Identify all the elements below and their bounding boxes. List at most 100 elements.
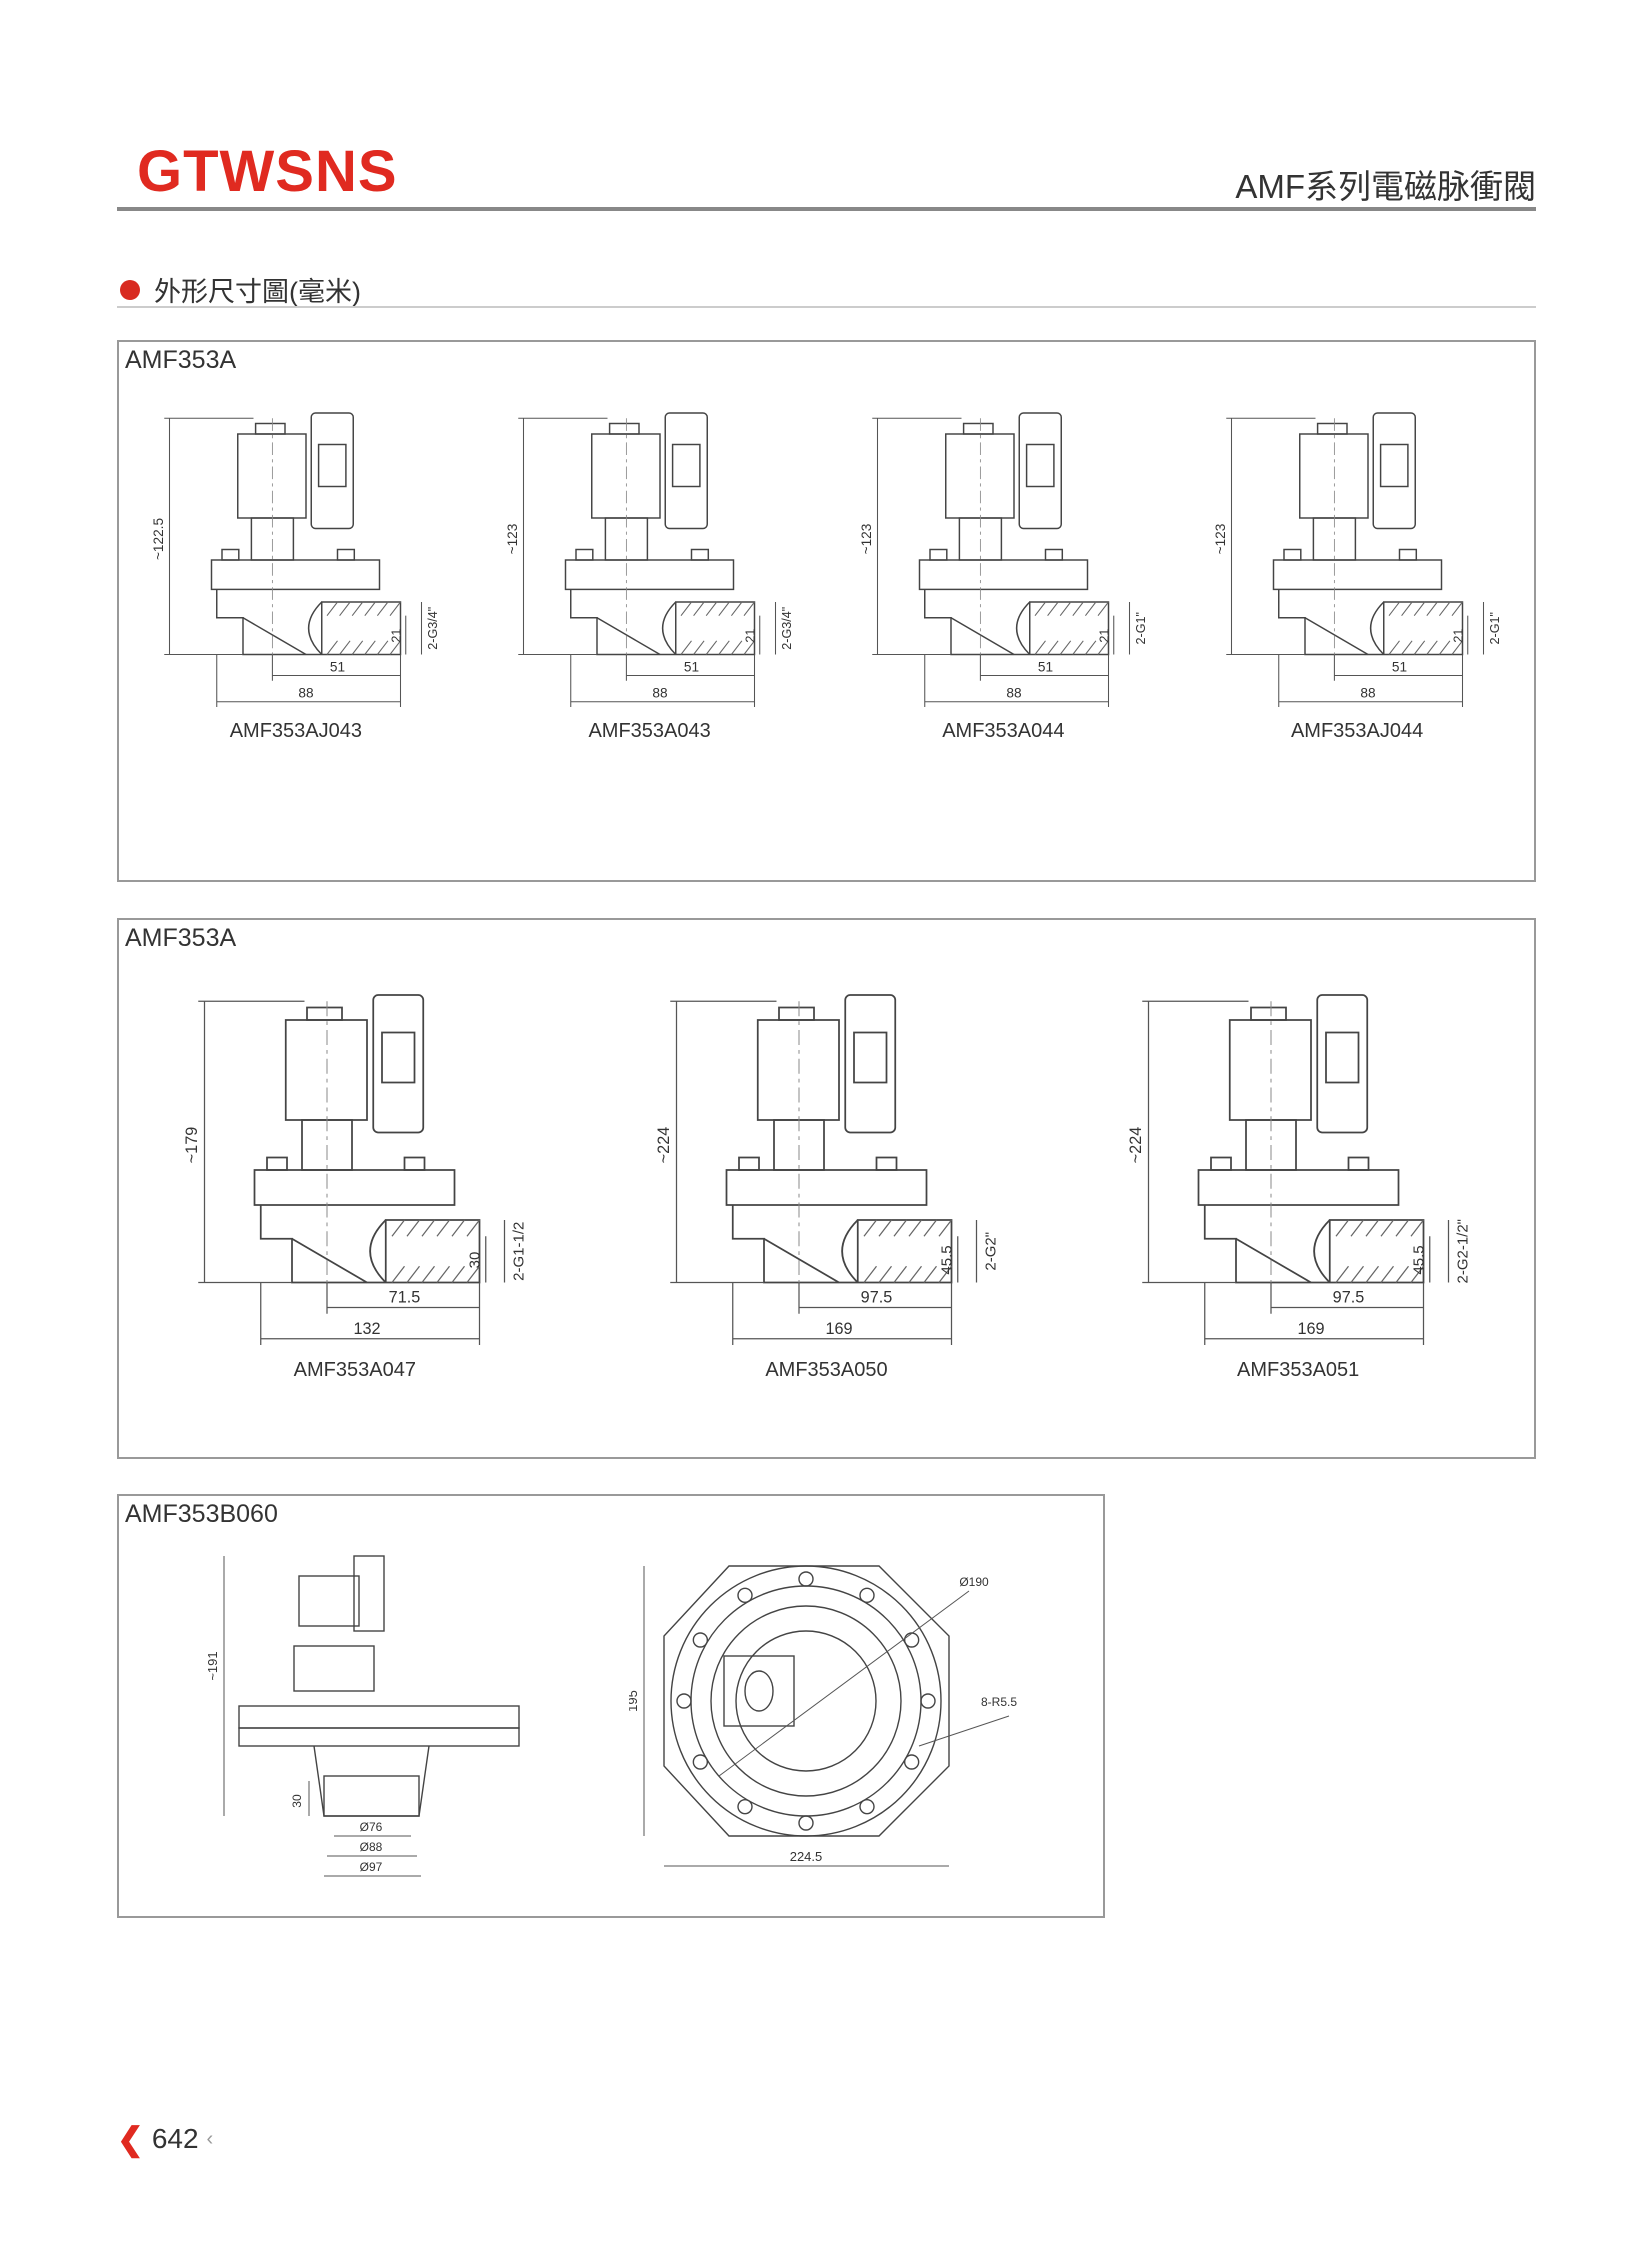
inner-width-dimension: 51 — [1038, 659, 1053, 674]
panel-title: AMF353A — [125, 346, 237, 374]
port-dimension: 2-G1-1/2 — [511, 1222, 528, 1281]
height-dimension: ~191 — [205, 1651, 220, 1680]
outer-width-dimension: 169 — [825, 1320, 852, 1338]
coil — [1228, 1019, 1312, 1121]
hatch — [406, 1219, 421, 1237]
offset-dimension: 21 — [1097, 629, 1111, 643]
connector — [372, 994, 425, 1134]
hatch — [1072, 601, 1084, 616]
height-dimension: ~123 — [1213, 524, 1228, 555]
offset-dimension: 30 — [467, 1252, 484, 1269]
hatch — [705, 640, 718, 655]
panel-title: AMF353A — [125, 924, 237, 952]
bonnet-flange — [564, 559, 735, 591]
pilot-port — [744, 1670, 774, 1712]
coil — [591, 433, 661, 519]
coil-cap — [778, 1006, 815, 1021]
hatch — [1365, 1219, 1379, 1237]
hatch — [1059, 601, 1071, 616]
valve-body — [570, 589, 756, 656]
section-heading: 外形尺寸圖(毫米) — [120, 270, 361, 309]
connector — [310, 412, 355, 530]
outlet-port — [323, 1775, 420, 1817]
hatch — [377, 640, 389, 655]
body-detail — [950, 601, 1031, 656]
hatch — [1400, 601, 1413, 616]
coil-cap — [306, 1006, 344, 1021]
bolt-hole — [920, 1693, 936, 1709]
flange — [238, 1705, 520, 1729]
inner-width-dimension: 51 — [684, 659, 699, 674]
hatch — [1350, 1265, 1364, 1283]
hatch — [923, 1265, 937, 1283]
ring — [690, 1585, 922, 1817]
port-dimension: 2-G1" — [1488, 612, 1502, 644]
valve-body — [923, 589, 1110, 656]
hatch — [451, 1265, 466, 1283]
outer-width-dimension: 169 — [1297, 1320, 1324, 1338]
bolt — [875, 1156, 898, 1171]
hatch — [406, 1265, 421, 1283]
hatch — [1438, 601, 1450, 616]
bolt — [575, 548, 594, 561]
bonnet-flange — [725, 1169, 928, 1206]
chevron-left-small-icon[interactable]: ‹ — [206, 2127, 214, 2150]
offset-dimension: 30 — [290, 1794, 304, 1808]
hatch — [1335, 1265, 1349, 1283]
hatch — [1400, 640, 1413, 655]
offset-dimension: 45.5 — [938, 1245, 955, 1274]
hatch — [718, 640, 730, 655]
hatch — [938, 1265, 952, 1283]
hatch — [680, 640, 693, 655]
hatch — [1084, 640, 1097, 655]
bolt — [1347, 1156, 1370, 1171]
hatch — [731, 601, 743, 616]
model-label: AMF353A047 — [293, 1359, 416, 1382]
hatch — [1413, 640, 1425, 655]
connector — [1316, 994, 1368, 1134]
offset-dimension: 21 — [390, 629, 404, 643]
hatch — [1388, 601, 1400, 616]
hatch — [326, 640, 339, 655]
model-label: AMF353A044 — [942, 720, 1065, 743]
bullet-icon — [120, 279, 140, 300]
inner-width-dimension: 51 — [1392, 659, 1407, 674]
outer-width-dimension: 88 — [1360, 686, 1375, 701]
valve-body — [216, 589, 402, 656]
chevron-left-icon[interactable]: ❮ — [117, 2121, 144, 2157]
series-title: AMF系列電磁脉衝閥 — [1235, 168, 1536, 205]
port-dimension: 2-G3/4" — [780, 607, 794, 650]
ring — [735, 1630, 877, 1772]
port-dimension: 2-G2" — [982, 1232, 999, 1271]
ring — [710, 1605, 902, 1797]
coil — [237, 433, 308, 519]
model-label: AMF353A051 — [1236, 1359, 1360, 1382]
coil — [1298, 433, 1369, 519]
hatch — [1072, 640, 1084, 655]
coil-cap — [255, 422, 287, 435]
offset-dimension: 21 — [744, 629, 758, 643]
hatch — [436, 1265, 451, 1283]
diameter-97-dimension: Ø97 — [360, 1860, 383, 1874]
outer-width-dimension: 88 — [299, 686, 314, 701]
height-dimension: ~179 — [183, 1127, 201, 1164]
hatch — [1047, 640, 1059, 655]
hatch — [1451, 601, 1463, 616]
body-detail — [763, 1219, 859, 1284]
bolt-hole — [737, 1798, 753, 1815]
hatch — [743, 601, 756, 616]
body-detail — [291, 1219, 387, 1284]
hatch — [1426, 601, 1438, 616]
